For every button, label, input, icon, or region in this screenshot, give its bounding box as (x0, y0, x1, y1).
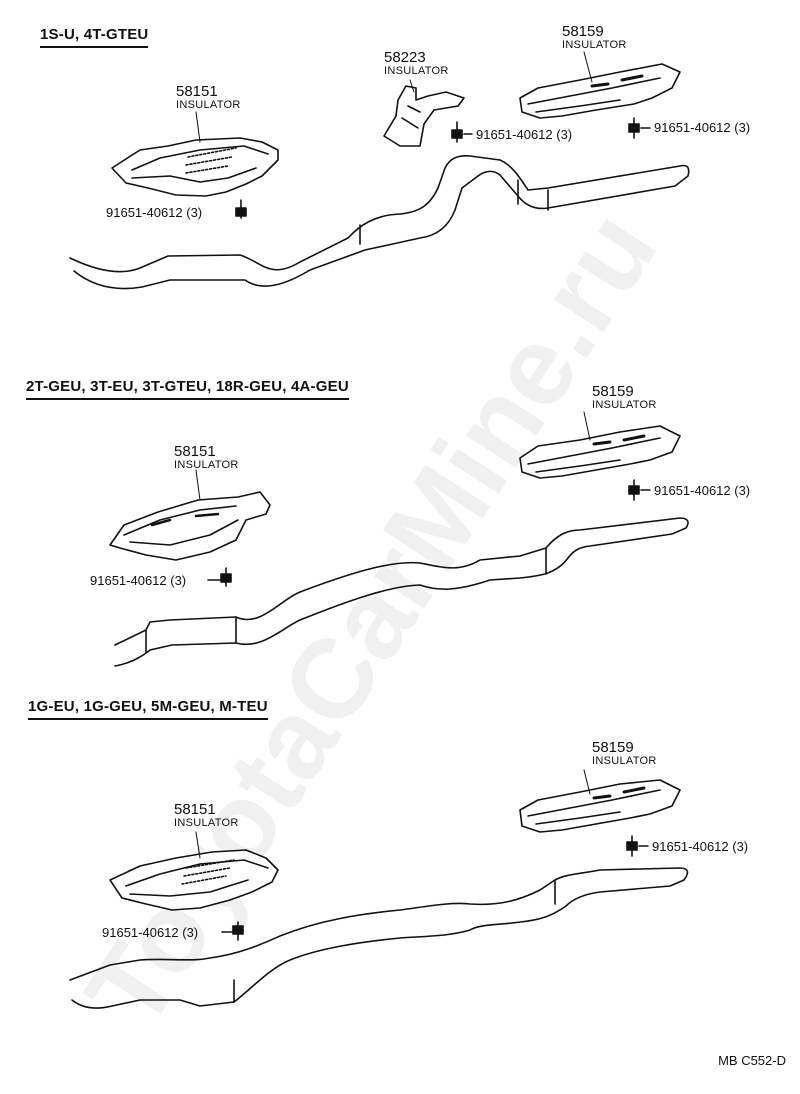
bolt-label-s1-c: 91651-40612 (3) (654, 120, 751, 135)
bolt-label-s1-b: 91651-40612 (3) (476, 127, 573, 142)
figure-code: MB C552-D (718, 1053, 786, 1068)
bolt-icon-s1-c (628, 117, 651, 139)
part-number-58159-s2: 58159 (592, 383, 634, 400)
part-number-58151-s1: 58151 (176, 83, 218, 100)
part-label-s1-a: INSULATOR (176, 99, 241, 111)
bolt-icon-s1-a (235, 199, 247, 219)
exhaust-pipe-1 (69, 155, 690, 290)
bolt-icon-s2-b (628, 479, 651, 501)
bolt-label-s3-b: 91651-40612 (3) (652, 839, 749, 854)
part-label-s2-b: INSULATOR (592, 399, 657, 411)
bolt-label-s3-a: 91651-40612 (3) (102, 925, 199, 940)
part-label-s3-a: INSULATOR (174, 817, 239, 829)
bolt-label-s2-a: 91651-40612 (3) (90, 573, 187, 588)
insulator-58159-s3 (519, 779, 681, 833)
bolt-icon-s3-a (221, 921, 244, 941)
insulator-58151-s1 (111, 137, 279, 197)
section-heading-1: 1S-U, 4T-GTEU (40, 26, 149, 48)
insulator-58151-s3 (109, 849, 279, 911)
part-label-s3-b: INSULATOR (592, 755, 657, 767)
part-label-s2-a: INSULATOR (174, 459, 239, 471)
bolt-label-s1-a: 91651-40612 (3) (106, 205, 203, 220)
bolt-label-s2-b: 91651-40612 (3) (654, 483, 751, 498)
part-label-s1-b: INSULATOR (384, 65, 449, 77)
part-number-58159-s1: 58159 (562, 23, 604, 40)
insulator-58151-s2 (109, 491, 271, 561)
part-number-58151-s3: 58151 (174, 801, 216, 818)
bolt-icon-s3-b (626, 835, 649, 857)
exhaust-pipe-3 (69, 867, 689, 1009)
section-heading-2: 2T-GEU, 3T-EU, 3T-GTEU, 18R-GEU, 4A-GEU (26, 378, 349, 400)
exhaust-pipe-2 (114, 517, 689, 667)
insulator-58223-s1 (383, 85, 465, 147)
section-heading-3: 1G-EU, 1G-GEU, 5M-GEU, M-TEU (28, 698, 268, 720)
bolt-icon-s1-b (451, 121, 473, 143)
bolt-icon-s2-a (207, 567, 232, 587)
insulator-58159-s2 (519, 425, 681, 479)
part-number-58151-s2: 58151 (174, 443, 216, 460)
part-number-58159-s3: 58159 (592, 739, 634, 756)
part-label-s1-c: INSULATOR (562, 39, 627, 51)
part-number-58223-s1: 58223 (384, 49, 426, 66)
